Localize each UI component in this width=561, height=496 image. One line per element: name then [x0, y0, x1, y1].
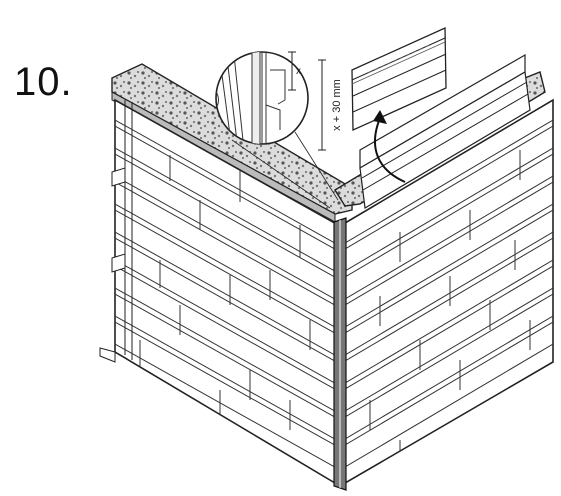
siding-board-being-installed [351, 27, 447, 131]
dimension-label: x + 30 mm [331, 79, 343, 131]
right-wall-siding [339, 98, 554, 488]
corner-profile [333, 217, 347, 491]
gap-label: x [296, 66, 301, 77]
upper-strip [359, 53, 531, 209]
step-number: 10. [14, 60, 73, 104]
dimension-callout: x + 30 mm [318, 59, 343, 151]
install-arrow [373, 110, 406, 183]
detail-magnifier: x [215, 51, 339, 209]
left-wall-siding [99, 98, 341, 488]
